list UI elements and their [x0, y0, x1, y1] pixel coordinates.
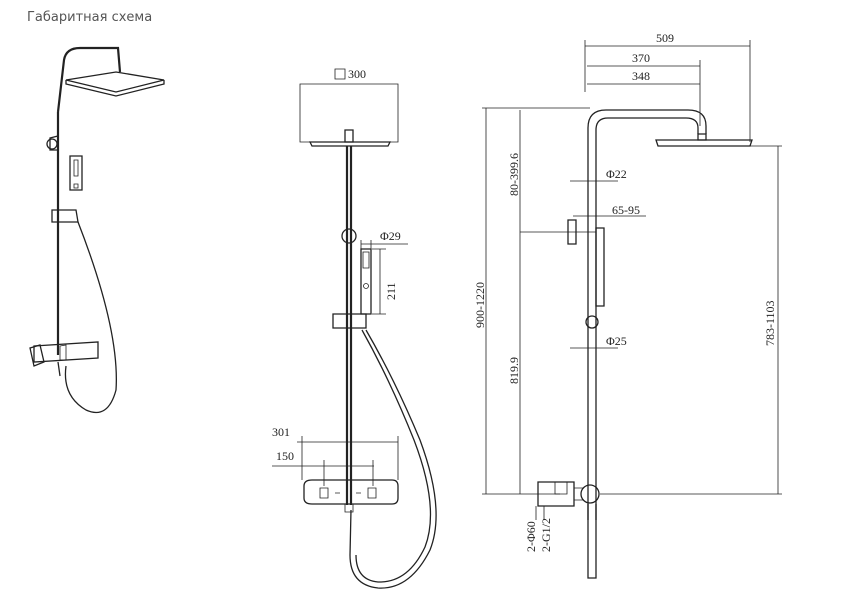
- dim-pipe-lower: Φ25: [606, 334, 627, 348]
- front-view: 300 Φ29 211: [272, 67, 437, 589]
- dim-head-square: 300: [348, 67, 366, 81]
- dim-inlet-thread: 2-G1/2: [539, 518, 553, 552]
- dim-hand-length: 211: [384, 282, 398, 300]
- dim-mixer-width: 301: [272, 425, 290, 439]
- dim-arm-348: 348: [632, 69, 650, 83]
- dim-mixer-centers: 150: [276, 449, 294, 463]
- dim-pipe-upper: Φ22: [606, 167, 627, 181]
- dim-slide-offset: 65-95: [612, 203, 640, 217]
- dim-inlet-diameter: 2-Φ60: [524, 521, 538, 552]
- dim-total-height: 900-1220: [473, 282, 487, 328]
- dim-arm-370: 370: [632, 51, 650, 65]
- dim-upper-section: 80-399.6: [507, 153, 521, 196]
- dim-arm-length: 509: [656, 31, 674, 45]
- side-view: 509 370 348 Φ22 65-95 Φ25 900-1220 8: [473, 31, 782, 579]
- perspective-view: [29, 46, 165, 414]
- dim-head-height: 783-1103: [763, 300, 777, 346]
- diagram-title: Габаритная схема: [27, 10, 153, 25]
- dim-lower-section: 819.9: [507, 357, 521, 384]
- dim-hand-diameter: Φ29: [380, 229, 401, 243]
